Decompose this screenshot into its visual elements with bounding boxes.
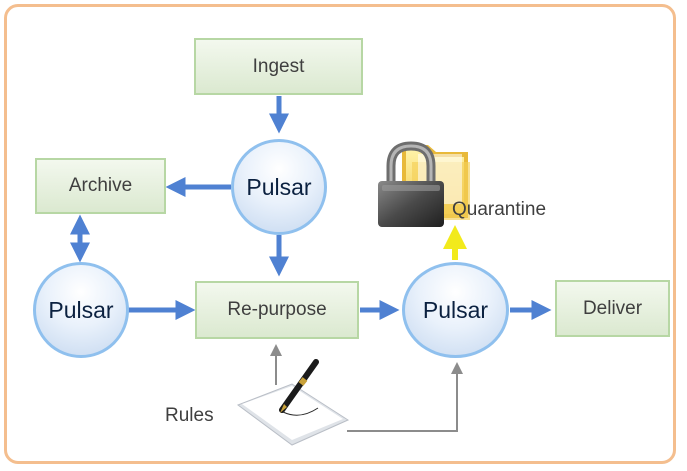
- quarantine-label: Quarantine: [452, 199, 547, 220]
- arrow-rules-to-pulsar: [347, 362, 463, 432]
- pulsar-node-top: Pulsar: [231, 139, 327, 235]
- rules-label: Rules: [165, 405, 214, 426]
- ingest-box: Ingest: [194, 38, 363, 95]
- pulsar-node-left: Pulsar: [33, 262, 129, 358]
- repurpose-box: Re-purpose: [195, 281, 359, 339]
- pen-icon: [279, 359, 319, 416]
- pulsar-node-right: Pulsar: [402, 262, 509, 358]
- padlock-icon: [378, 141, 444, 227]
- deliver-box: Deliver: [555, 280, 670, 337]
- archive-box: Archive: [35, 158, 166, 214]
